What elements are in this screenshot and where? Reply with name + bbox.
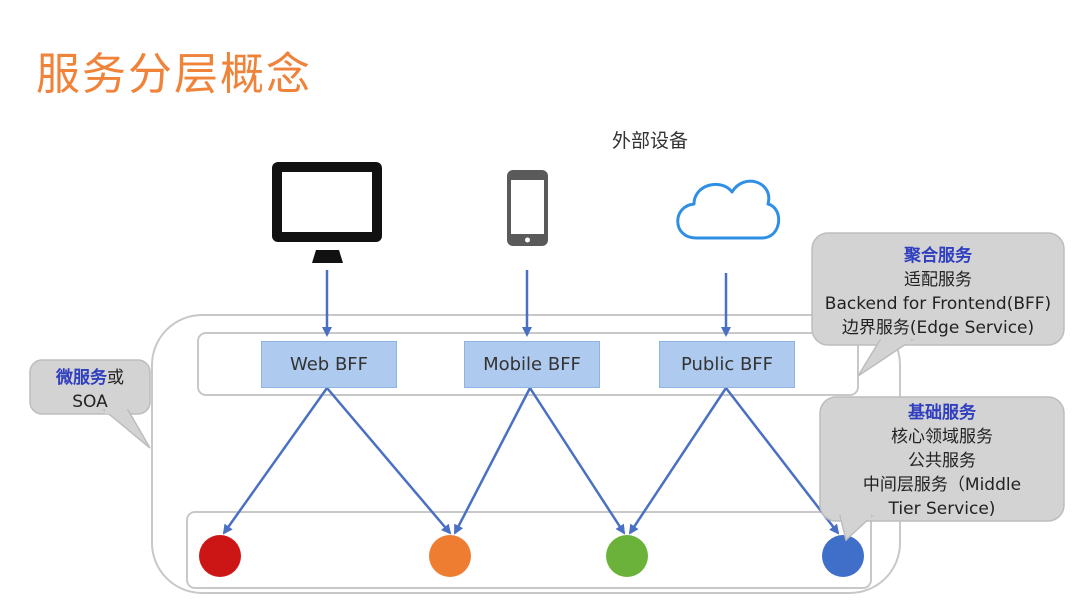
mobile-phone-icon <box>507 170 548 246</box>
base-line: 核心领域服务 <box>891 427 993 447</box>
web-bff-box: Web BFF <box>261 341 397 388</box>
base-line: Tier Service) <box>888 499 996 519</box>
microservice-heading-suffix: 或 <box>107 368 124 388</box>
aggregation-callout: 聚合服务 适配服务 Backend for Frontend(BFF) 边界服务… <box>812 244 1064 340</box>
mobile-bff-box: Mobile BFF <box>464 341 600 388</box>
aggregation-callout-bubble <box>811 232 1065 377</box>
device-to-bff-arrows <box>322 270 731 337</box>
base-service-band <box>186 511 872 589</box>
service-node-blue <box>822 535 864 577</box>
base-callout-bubble <box>819 396 1065 542</box>
aggregation-line: 适配服务 <box>904 270 972 290</box>
bff-to-service-arrows <box>222 387 840 535</box>
base-line: 中间层服务（Middle <box>862 475 1022 495</box>
monitor-icon <box>272 162 382 263</box>
microservice-line: SOA <box>72 392 108 412</box>
external-devices-label: 外部设备 <box>612 130 689 152</box>
public-bff-box: Public BFF <box>659 341 795 388</box>
base-line: 公共服务 <box>908 451 976 471</box>
service-node-orange <box>429 535 471 577</box>
base-heading: 基础服务 <box>908 403 976 423</box>
microservice-callout-bubble <box>29 359 151 449</box>
service-node-red <box>199 535 241 577</box>
base-callout: 基础服务 核心领域服务 公共服务 中间层服务（Middle Tier Servi… <box>820 401 1064 521</box>
aggregation-heading: 聚合服务 <box>904 246 972 266</box>
cloud-icon <box>676 179 781 240</box>
aggregation-line: Backend for Frontend(BFF) <box>824 294 1052 314</box>
service-node-green <box>606 535 648 577</box>
microservice-heading: 微服务 <box>56 368 107 388</box>
page-title: 服务分层概念 <box>36 49 312 100</box>
aggregation-line: 边界服务(Edge Service) <box>841 318 1035 338</box>
microservice-callout: 微服务或 SOA <box>30 366 150 414</box>
